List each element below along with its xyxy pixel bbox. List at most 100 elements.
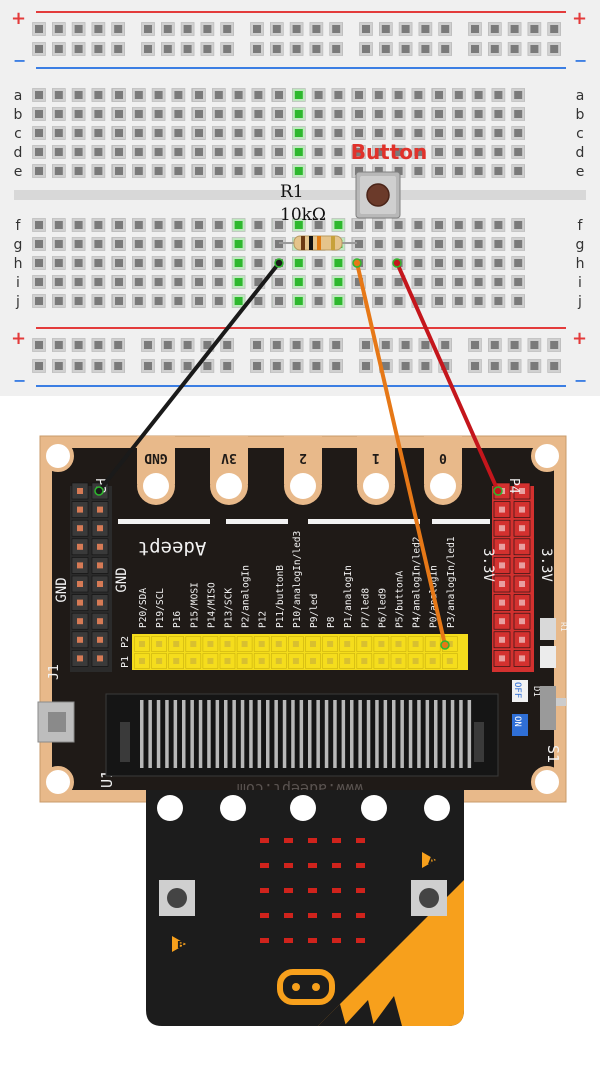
- gpio-pin: [270, 636, 287, 652]
- breadboard-hole: [432, 275, 446, 289]
- breadboard-hole: [309, 359, 324, 373]
- breadboard-hole: [432, 294, 446, 308]
- breadboard-hole: [432, 218, 446, 232]
- breadboard-hole: [71, 22, 86, 36]
- breadboard-hole: [438, 42, 453, 56]
- breadboard-hole: [511, 237, 526, 251]
- gpio-pin: [288, 636, 304, 652]
- button-b-label: B: [177, 940, 185, 951]
- gpio-pin: [185, 636, 202, 652]
- breadboard-hole: [51, 338, 66, 352]
- pin-label: P15/MOSI: [189, 582, 200, 628]
- breadboard-hole: [411, 275, 426, 289]
- breadboard-hole: [192, 88, 206, 102]
- breadboard-hole: [291, 145, 306, 159]
- header-pin: [91, 538, 109, 556]
- breadboard-hole: [311, 256, 326, 270]
- breadboard-hole: [359, 338, 373, 352]
- breadboard-hole: [112, 107, 126, 121]
- breadboard-hole: [32, 359, 46, 373]
- breadboard-hole: [91, 42, 106, 56]
- breadboard-hole: [352, 218, 366, 232]
- breadboard-hole: [289, 338, 304, 352]
- breadboard-hole: [272, 218, 286, 232]
- header-pin: [91, 612, 109, 630]
- breadboard-hole: [151, 275, 166, 289]
- breadboard-hole: [471, 256, 486, 270]
- led: [260, 913, 269, 918]
- breadboard-hole: [171, 237, 186, 251]
- breadboard-hole: [71, 275, 86, 289]
- mount-hole-br: [531, 766, 563, 798]
- breadboard-hole: [487, 359, 502, 373]
- pin-label: P4/analogIn/led2: [412, 536, 423, 628]
- breadboard-hole: [91, 22, 106, 36]
- breadboard-hole: [432, 126, 446, 140]
- header-p4-pins: [493, 482, 531, 667]
- pin-label: P3/analogIn/led1: [446, 536, 457, 628]
- breadboard-hole: [291, 218, 306, 232]
- gpio-pin: [202, 653, 219, 669]
- breadboard-hole: [91, 107, 106, 121]
- breadboard-hole: [32, 164, 46, 178]
- breadboard-hole: [269, 42, 284, 56]
- led: [356, 838, 365, 843]
- breadboard-hole: [487, 338, 502, 352]
- row-label-h: h: [576, 256, 585, 272]
- breadboard-hole: [432, 164, 446, 178]
- microbit-edge-holes: [157, 795, 450, 821]
- breadboard-hole: [331, 126, 346, 140]
- breadboard-hole: [51, 107, 66, 121]
- breadboard-hole: [527, 359, 542, 373]
- connector-pin: [291, 700, 295, 768]
- breadboard-hole: [91, 338, 106, 352]
- gpio-pin: [373, 636, 390, 652]
- breadboard-hole: [91, 126, 106, 140]
- row-label-c: c: [576, 126, 584, 142]
- button-a[interactable]: [411, 880, 447, 916]
- gpio-pin: [390, 636, 407, 652]
- breadboard-hole: [141, 22, 155, 36]
- breadboard-hole: [311, 126, 326, 140]
- breadboard-hole: [471, 88, 486, 102]
- breadboard-hole: [212, 256, 226, 270]
- gpio-pin: [219, 653, 236, 669]
- breadboard-hole: [212, 237, 226, 251]
- breadboard-hole: [527, 42, 542, 56]
- label-j1: J1: [47, 664, 62, 680]
- terminal-strips: [32, 88, 526, 308]
- gpio-pin: [270, 653, 287, 669]
- header-pin: [91, 631, 109, 649]
- breadboard-hole: [289, 359, 304, 373]
- breadboard-hole: [151, 294, 166, 308]
- pin-label: P8: [326, 616, 337, 628]
- center-channel: [14, 190, 586, 200]
- breadboard-hole: [352, 126, 366, 140]
- breadboard-hole: [451, 237, 466, 251]
- breadboard-hole: [359, 359, 373, 373]
- breadboard-hole: [91, 218, 106, 232]
- breadboard-hole: [192, 145, 206, 159]
- header-pin: [71, 519, 89, 537]
- breadboard-hole: [231, 294, 246, 308]
- connector-pin: [467, 700, 472, 768]
- pad-label: 3V: [221, 450, 237, 465]
- pin-label: P6/led9: [377, 588, 388, 628]
- connector-pin: [324, 700, 329, 768]
- pin-label: P12: [258, 611, 269, 628]
- breadboard-hole: [111, 42, 125, 56]
- button-b[interactable]: [159, 880, 195, 916]
- connector-pin: [182, 700, 186, 768]
- pad-label: 2: [299, 450, 307, 465]
- breadboard-hole: [468, 42, 482, 56]
- breadboard-hole: [171, 88, 186, 102]
- breadboard-hole: [251, 294, 266, 308]
- microbit: A B: [146, 790, 464, 1026]
- edge-pad: 1: [357, 436, 395, 505]
- pin-label: P2/analogIn: [241, 565, 252, 628]
- led: [356, 913, 365, 918]
- pin-label: P20/SDA: [138, 588, 149, 628]
- row-label-j: j: [577, 294, 582, 310]
